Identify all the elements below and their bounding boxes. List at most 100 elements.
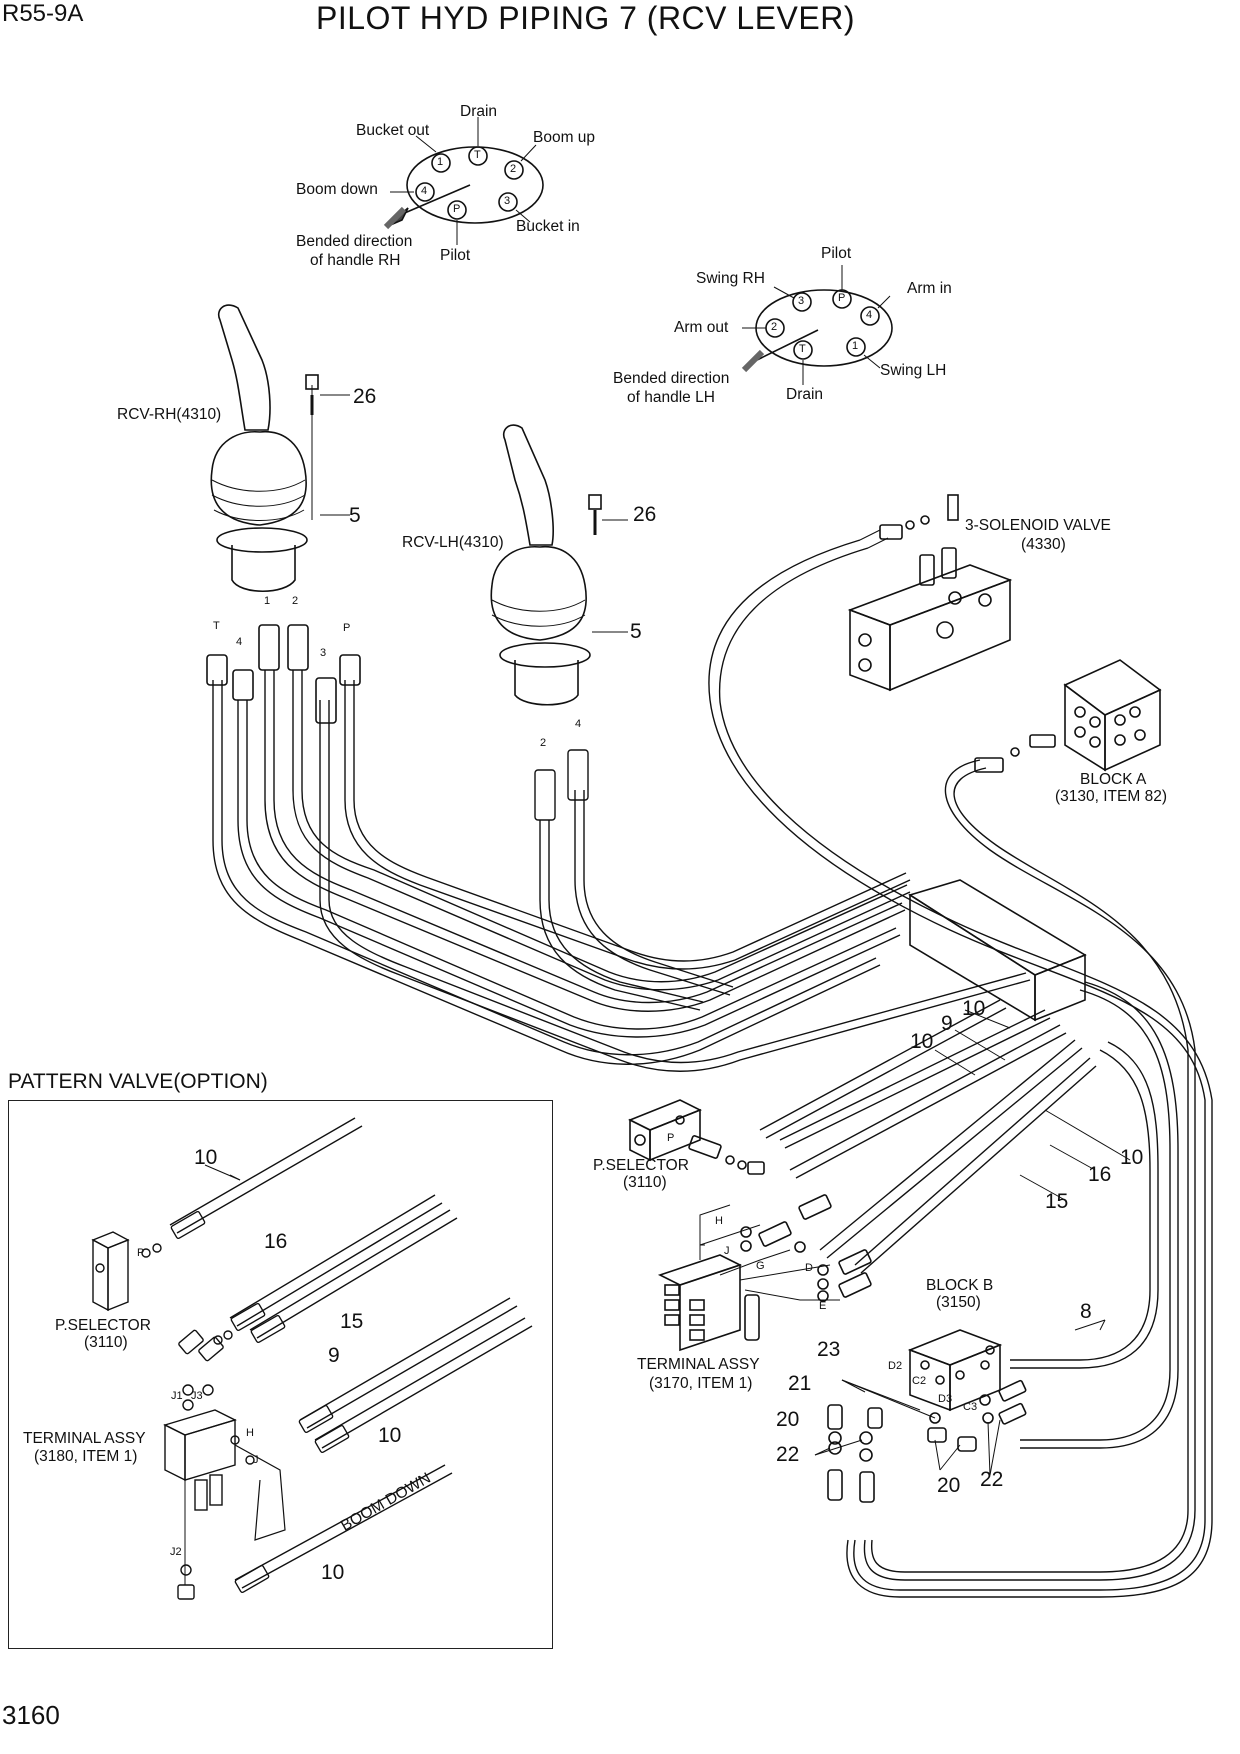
rcv-rh-lever [210, 304, 350, 592]
item-26-lh: 26 [633, 503, 657, 526]
lh-port-3: 3 [798, 295, 805, 307]
model-code: R55-9A [2, 0, 84, 27]
item-15: 15 [1045, 1190, 1069, 1213]
terminal-port-e: E [819, 1300, 827, 1312]
block-b-port-c3: C3 [963, 1401, 978, 1413]
pattern-port-j: J [253, 1454, 259, 1466]
lh-port-2: 2 [771, 321, 778, 333]
rh-port-4: 4 [421, 185, 428, 197]
rh-hose-port-1: 1 [264, 595, 271, 607]
right-loop-hoses [708, 539, 1213, 1598]
pattern-item-15: 15 [340, 1310, 364, 1333]
rh-hose-fittings [206, 624, 361, 724]
pattern-item-9: 9 [328, 1344, 340, 1367]
item-5-lh: 5 [630, 620, 642, 643]
lh-hose-port-4: 4 [575, 718, 582, 730]
label-bended-lh-1: Bended direction [613, 370, 730, 387]
lh-port-p: P [838, 292, 846, 304]
label-boom-down: Boom down [296, 181, 378, 198]
lh-port-1: 1 [852, 340, 859, 352]
item-10-right: 10 [1120, 1146, 1144, 1169]
terminal-port-g: G [756, 1260, 765, 1272]
p-selector-port-p: P [667, 1132, 675, 1144]
label-arm-out: Arm out [674, 319, 729, 336]
item-22-right: 22 [980, 1468, 1004, 1491]
label-block-b-2: (3150) [936, 1294, 981, 1311]
rh-port-3: 3 [504, 195, 511, 207]
item-9: 9 [941, 1012, 953, 1035]
rh-hose-port-3: 3 [320, 647, 327, 659]
block-b-port-d2: D2 [888, 1360, 903, 1372]
label-block-a-2: (3130, ITEM 82) [1055, 788, 1167, 805]
lh-hose-port-2: 2 [540, 737, 547, 749]
label-rh-pilot: Pilot [440, 247, 471, 264]
rh-port-p: P [453, 203, 461, 215]
pattern-port-h: H [246, 1427, 254, 1439]
page-title: PILOT HYD PIPING 7 (RCV LEVER) [316, 0, 855, 36]
rh-hose-port-t: T [213, 620, 220, 632]
p-selector-main [628, 1099, 765, 1175]
lh-port-4: 4 [866, 309, 873, 321]
item-8: 8 [1080, 1300, 1092, 1323]
terminal-assy-main [657, 1194, 872, 1352]
label-terminal-assy-2: (3170, ITEM 1) [649, 1375, 753, 1392]
label-swing-rh: Swing RH [696, 270, 765, 287]
pattern-port-p: P [137, 1247, 145, 1259]
label-block-b-1: BLOCK B [926, 1277, 994, 1294]
label-boom-up: Boom up [533, 129, 596, 146]
pattern-item-10-c: 10 [321, 1561, 345, 1584]
item-10-mid: 10 [910, 1030, 934, 1053]
item-21: 21 [788, 1372, 812, 1395]
label-p-selector-1: P.SELECTOR [593, 1157, 689, 1174]
item-22-left: 22 [776, 1443, 800, 1466]
rcv-lh-lever [490, 424, 628, 706]
pattern-terminal-2: (3180, ITEM 1) [34, 1448, 138, 1465]
label-bended-rh-1: Bended direction [296, 233, 413, 250]
label-rcv-lh: RCV-LH(4310) [402, 534, 504, 551]
pattern-item-16: 16 [264, 1230, 288, 1253]
fittings-group [814, 1319, 1106, 1503]
label-p-selector-2: (3110) [623, 1174, 667, 1191]
label-bended-lh-2: of handle LH [627, 389, 715, 406]
pattern-valve-title: PATTERN VALVE(OPTION) [8, 1070, 268, 1093]
lh-hose-bundle [534, 749, 734, 1011]
rh-port-2: 2 [510, 163, 517, 175]
rh-hose-port-4: 4 [236, 636, 243, 648]
pattern-terminal-1: TERMINAL ASSY [23, 1430, 146, 1447]
item-10-top: 10 [962, 997, 986, 1020]
label-block-a-1: BLOCK A [1080, 771, 1147, 788]
label-solenoid-2: (4330) [1021, 536, 1066, 553]
label-swing-lh: Swing LH [880, 362, 947, 379]
port-map-lh [741, 265, 893, 385]
label-arm-in: Arm in [907, 280, 952, 297]
label-terminal-assy-1: TERMINAL ASSY [637, 1356, 760, 1373]
terminal-port-j: J [724, 1245, 730, 1257]
rh-hose-bundle [212, 670, 1031, 1072]
page-number: 3160 [2, 1700, 60, 1730]
terminal-port-h: H [715, 1215, 723, 1227]
block-b-port-d3: D3 [938, 1393, 953, 1405]
rh-port-t: T [474, 149, 481, 161]
terminal-hoses [759, 999, 1097, 1274]
pattern-p-selector-1: P.SELECTOR [55, 1317, 151, 1334]
block-b-port-c2: C2 [912, 1375, 927, 1387]
item-20-left: 20 [776, 1408, 800, 1431]
rh-hose-port-p: P [343, 622, 351, 634]
terminal-port-d: D [805, 1262, 813, 1274]
pattern-item-10-a: 10 [194, 1146, 218, 1169]
block-b [907, 1329, 1027, 1425]
label-rh-drain: Drain [460, 103, 498, 120]
label-rcv-rh: RCV-RH(4310) [117, 406, 222, 423]
rh-hose-port-2: 2 [292, 595, 299, 607]
label-solenoid-1: 3-SOLENOID VALVE [965, 517, 1111, 534]
item-5-rh: 5 [349, 504, 361, 527]
label-bucket-out: Bucket out [356, 122, 430, 139]
pattern-port-j3: J3 [191, 1390, 203, 1402]
item-16: 16 [1088, 1163, 1112, 1186]
pattern-port-j2: J2 [170, 1546, 182, 1558]
solenoid-valve [847, 494, 1013, 692]
label-lh-pilot: Pilot [821, 245, 852, 262]
lh-port-t: T [799, 343, 806, 355]
block-a [974, 659, 1162, 773]
